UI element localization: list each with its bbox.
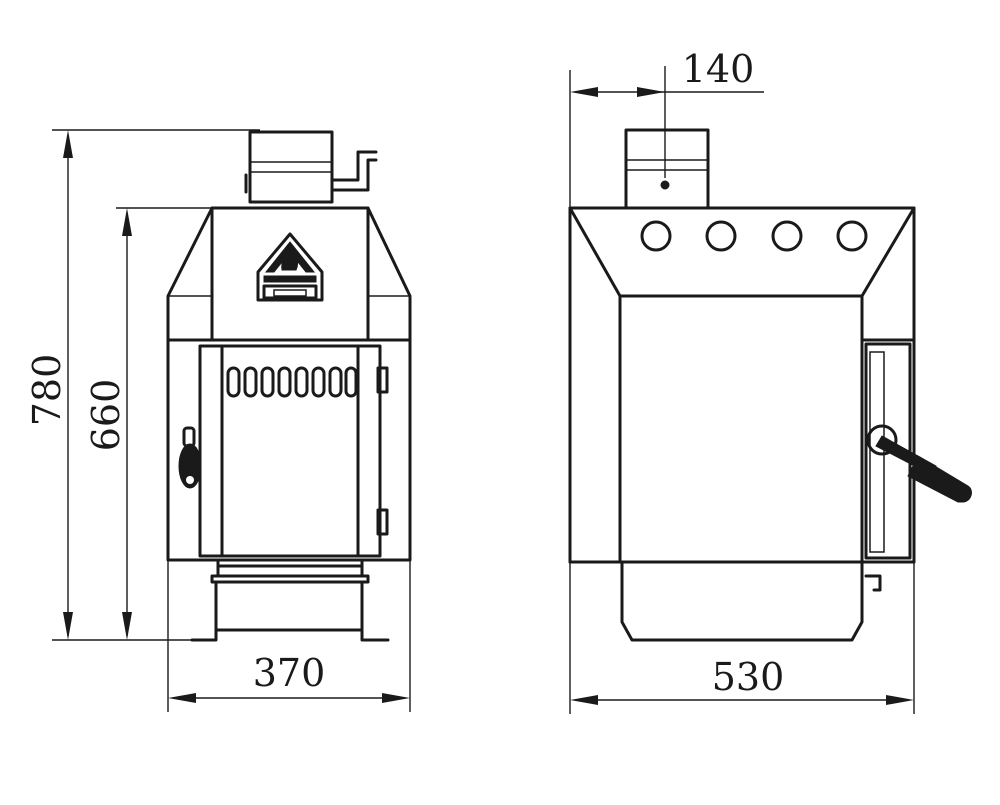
side-door bbox=[864, 342, 972, 560]
side-depth-label: 530 bbox=[712, 655, 785, 699]
front-flue-pipe bbox=[244, 130, 378, 204]
flame-logo-icon bbox=[256, 232, 324, 302]
side-ash-pan bbox=[620, 560, 882, 642]
front-width-label: 370 bbox=[253, 651, 326, 695]
height-dimension-780: 780 bbox=[25, 129, 260, 641]
height-dimension-660: 660 bbox=[84, 207, 212, 640]
side-view bbox=[568, 128, 972, 642]
vent-slots bbox=[226, 366, 358, 398]
side-handle-icon bbox=[866, 424, 972, 503]
body-height-label: 660 bbox=[84, 379, 128, 452]
side-flue-pipe bbox=[624, 128, 710, 210]
depth-dimension-530: 530 bbox=[569, 562, 915, 714]
width-dimension-370: 370 bbox=[167, 560, 411, 712]
side-body bbox=[568, 206, 916, 564]
flue-offset-label: 140 bbox=[682, 47, 755, 91]
front-body bbox=[166, 338, 412, 562]
door-handle-icon bbox=[178, 426, 202, 489]
total-height-label: 780 bbox=[25, 354, 69, 427]
front-base bbox=[190, 558, 390, 642]
front-hood bbox=[166, 206, 412, 342]
front-view bbox=[166, 130, 412, 642]
lower-hinge bbox=[376, 508, 389, 536]
upper-hinge bbox=[376, 366, 389, 394]
flue-offset-dimension-140: 140 bbox=[569, 47, 764, 208]
